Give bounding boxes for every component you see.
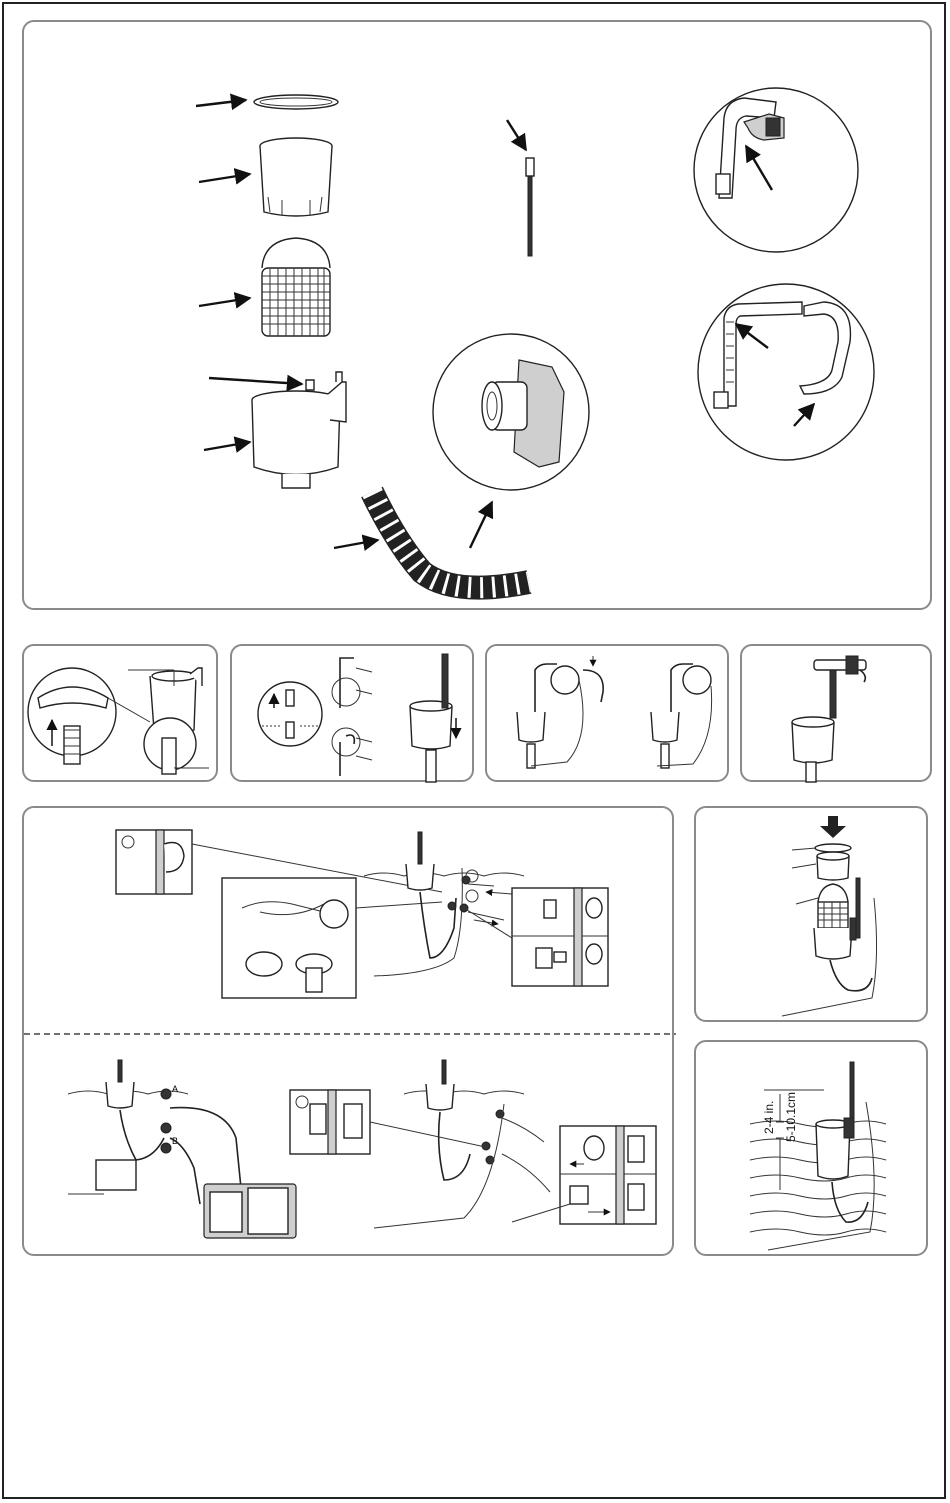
bracket-detail-circle [694, 88, 858, 252]
parts-panel [22, 20, 932, 610]
assembly-panel [694, 806, 928, 1022]
step-1-illustration [24, 646, 220, 784]
step-panel-1 [22, 644, 218, 782]
depth-dimension-metric: 5-10.1cm [784, 1092, 798, 1142]
step-3-illustration [487, 646, 731, 784]
callout-a: A [172, 1084, 178, 1094]
parts-illustration [24, 22, 934, 612]
float-cylinder-part [199, 138, 332, 216]
water-level-illustration [696, 1042, 930, 1258]
step-4-illustration [742, 646, 934, 784]
step-2-illustration [232, 646, 476, 784]
support-pole-part [507, 120, 534, 256]
adapter-detail-circle [433, 334, 589, 548]
installation-panel: A B [22, 806, 674, 1256]
step-panel-3 [485, 644, 729, 782]
hook-detail-circle [698, 284, 874, 460]
hose-part [334, 492, 529, 588]
skimmer-housing-part [204, 372, 346, 488]
lid-ring-part [196, 95, 338, 109]
basket-part [199, 238, 330, 336]
assembly-illustration [696, 808, 930, 1024]
step-panel-2 [230, 644, 474, 782]
installation-illustration: A B [24, 808, 676, 1258]
depth-dimension-imperial: 2-4 in. [762, 1101, 776, 1134]
water-level-panel: 2-4 in. 5-10.1cm [694, 1040, 928, 1256]
step-panel-4 [740, 644, 932, 782]
